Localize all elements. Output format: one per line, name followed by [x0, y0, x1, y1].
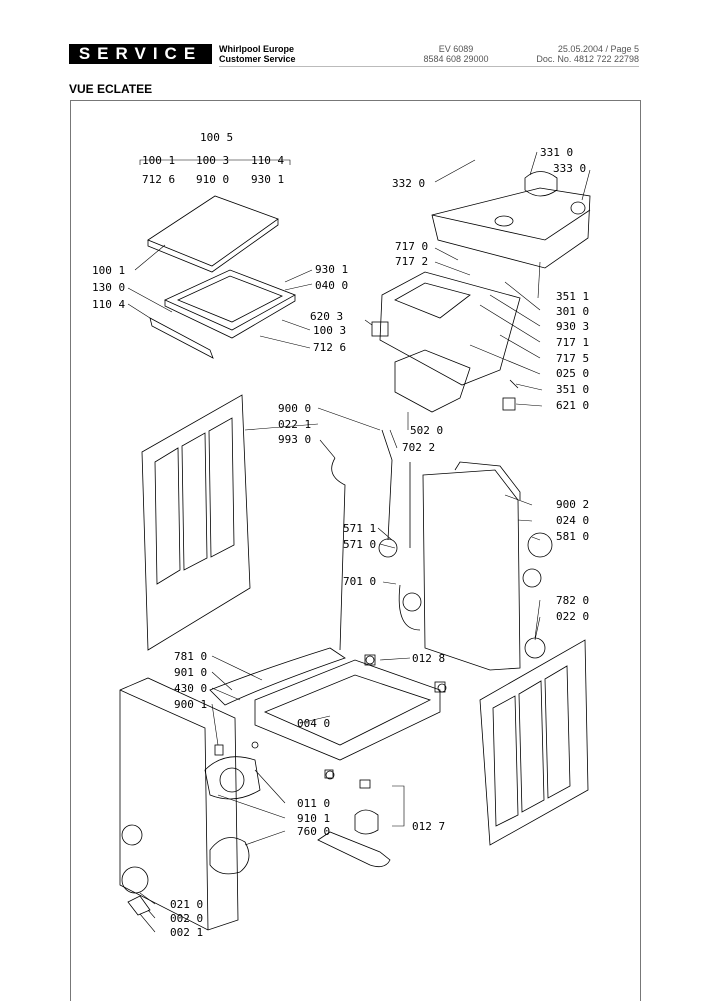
top-lid-drawing	[147, 195, 279, 267]
filter-drawing	[209, 837, 250, 875]
part-label: 621 0	[556, 399, 589, 412]
knob-drawing	[524, 171, 558, 197]
part-label: 701 0	[343, 575, 376, 588]
part-label: 900 0	[278, 402, 311, 415]
leader-lines	[127, 151, 591, 933]
doc-line-1: 25.05.2004 / Page 5	[557, 44, 639, 54]
part-label: 571 1	[343, 522, 376, 535]
part-label: 712 6	[142, 173, 175, 186]
model-line-1: EV 6089	[438, 44, 474, 54]
section-title: VUE ECLATEE	[69, 82, 153, 96]
part-label: 332 0	[392, 177, 425, 190]
foot-drawing	[317, 831, 391, 868]
part-label: 333 0	[553, 162, 586, 175]
part-label: 004 0	[297, 717, 330, 730]
header-rule	[219, 66, 639, 67]
part-label: 100 3	[313, 324, 346, 337]
part-label: 021 0	[170, 898, 203, 911]
part-label: 901 0	[174, 666, 207, 679]
service-badge: SERVICE	[69, 44, 212, 64]
diagram-frame	[70, 100, 641, 1001]
company-line-2: Customer Service	[219, 54, 296, 64]
part-label: 100 1	[92, 264, 125, 277]
part-label: 351 1	[556, 290, 589, 303]
part-label: 022 0	[556, 610, 589, 623]
part-label: 100 5	[200, 131, 233, 144]
part-label: 002 1	[170, 926, 203, 939]
part-label: 717 2	[395, 255, 428, 268]
part-label: 110 4	[251, 154, 284, 167]
front-panel-drawing	[119, 677, 239, 931]
console-cover-drawing	[431, 187, 591, 269]
part-label: 782 0	[556, 594, 589, 607]
part-label: 022 1	[278, 418, 311, 431]
part-label: 717 1	[556, 336, 589, 349]
drawer-drawing	[394, 349, 471, 413]
model-info: EV 6089 8584 608 29000	[411, 44, 501, 64]
part-label: 900 1	[174, 698, 207, 711]
document-info: 25.05.2004 / Page 5 Doc. No. 4812 722 22…	[536, 44, 639, 64]
company-line-1: Whirlpool Europe	[219, 44, 294, 54]
part-label: 900 2	[556, 498, 589, 511]
pump-drawing	[204, 756, 261, 800]
part-label: 760 0	[297, 825, 330, 838]
part-label: 717 0	[395, 240, 428, 253]
base-frame-drawing	[254, 659, 441, 761]
left-side-panel-drawing	[141, 394, 251, 651]
part-label: 993 0	[278, 433, 311, 446]
part-label: 351 0	[556, 383, 589, 396]
part-label: 040 0	[315, 279, 348, 292]
part-label: 930 1	[251, 173, 284, 186]
part-label: 301 0	[556, 305, 589, 318]
front-strip-drawing	[149, 317, 214, 359]
part-label: 910 0	[196, 173, 229, 186]
part-label: 100 3	[196, 154, 229, 167]
rear-panel-drawing	[422, 469, 521, 671]
part-drawings	[119, 171, 591, 931]
part-label: 571 0	[343, 538, 376, 551]
part-label: 430 0	[174, 682, 207, 695]
part-label: 702 2	[402, 441, 435, 454]
part-label: 011 0	[297, 797, 330, 810]
right-side-panel-drawing	[479, 639, 589, 846]
part-label: 910 1	[297, 812, 330, 825]
part-label: 502 0	[410, 424, 443, 437]
doc-line-2: Doc. No. 4812 722 22798	[536, 54, 639, 64]
model-line-2: 8584 608 29000	[423, 54, 489, 64]
part-label: 025 0	[556, 367, 589, 380]
part-label: 781 0	[174, 650, 207, 663]
part-label: 110 4	[92, 298, 125, 311]
part-label: 712 6	[313, 341, 346, 354]
dispenser-drawing	[379, 271, 521, 386]
part-label: 130 0	[92, 281, 125, 294]
part-label: 581 0	[556, 530, 589, 543]
company-info: Whirlpool Europe Customer Service	[219, 44, 296, 64]
part-label: 620 3	[310, 310, 343, 323]
part-label: 024 0	[556, 514, 589, 527]
part-label: 930 3	[556, 320, 589, 333]
part-label: 012 8	[412, 652, 445, 665]
part-labels: 100 5 100 1 100 3 110 4 712 6 910 0 930 …	[92, 131, 589, 939]
hose-drawing	[331, 457, 346, 651]
part-label: 002 0	[170, 912, 203, 925]
part-label: 331 0	[540, 146, 573, 159]
part-label: 100 1	[142, 154, 175, 167]
part-label: 717 5	[556, 352, 589, 365]
part-label: 012 7	[412, 820, 445, 833]
part-label: 930 1	[315, 263, 348, 276]
